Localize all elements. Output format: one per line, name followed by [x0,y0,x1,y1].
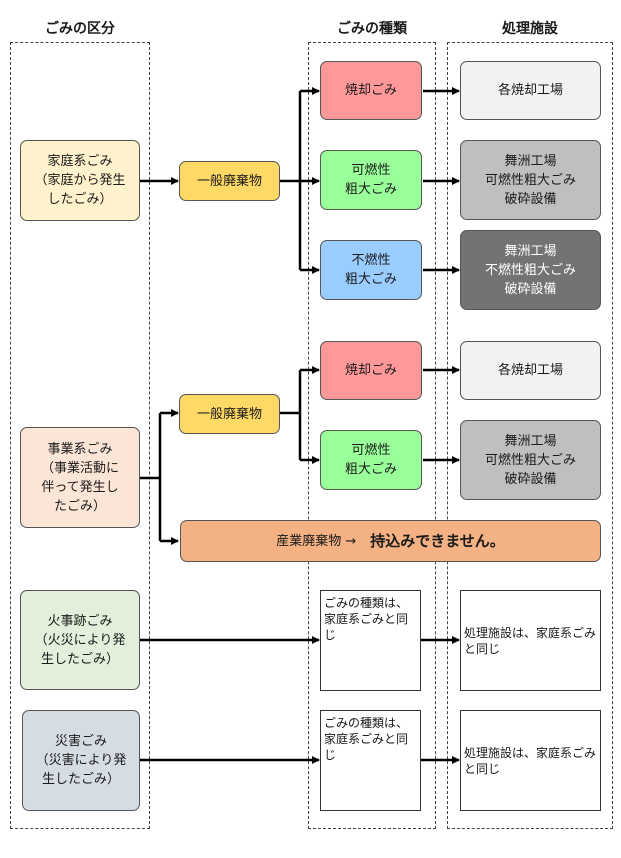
type-bulky-burnable-household: 可燃性 粗大ごみ [320,150,422,210]
facility-same-as-household-fire: 処理施設は、家庭系ごみと同じ [460,590,601,691]
type-same-as-household-disaster: ごみの種類は、家庭系ごみと同じ [320,710,421,811]
facility-maishima-burnable-household: 舞洲工場 可燃性粗大ごみ 破砕設備 [460,140,601,220]
column-header-category: ごみの区分 [45,21,115,37]
source-fire: 火事跡ごみ （火災により発 生したごみ） [20,590,140,690]
column-frame-category [10,42,150,829]
facility-maishima-burnable-business: 舞洲工場 可燃性粗大ごみ 破砕設備 [460,420,601,500]
type-bulky-nonburnable-household: 不燃性 粗大ごみ [320,240,422,300]
column-header-facility: 処理施設 [502,21,558,37]
source-disaster: 災害ごみ （災害により発 生したごみ） [22,710,140,811]
column-frame-facility [447,42,613,829]
industrial-waste-banner: 産業廃棄物 → 持込みできません。 [180,520,601,562]
column-header-type: ごみの種類 [337,21,407,37]
facility-incineration-household: 各焼却工場 [460,61,601,120]
source-household: 家庭系ごみ （家庭から発生 したごみ） [20,140,140,221]
facility-maishima-nonburnable: 舞洲工場 不燃性粗大ごみ 破砕設備 [460,230,601,310]
industrial-waste-label: 産業廃棄物 → [276,533,357,549]
general-waste-business: 一般廃棄物 [179,394,280,434]
industrial-waste-message: 持込みできません。 [370,531,505,550]
type-bulky-burnable-business: 可燃性 粗大ごみ [320,430,422,490]
facility-same-as-household-disaster: 処理施設は、家庭系ごみと同じ [460,710,601,811]
type-same-as-household-fire: ごみの種類は、家庭系ごみと同じ [320,590,421,691]
facility-incineration-business: 各焼却工場 [460,341,601,400]
general-waste-household: 一般廃棄物 [179,161,280,201]
source-business: 事業系ごみ （事業活動に 伴って発生し たごみ） [20,427,140,528]
column-frame-type [308,42,436,829]
type-burnable-household: 焼却ごみ [320,61,422,120]
type-burnable-business: 焼却ごみ [320,341,422,400]
